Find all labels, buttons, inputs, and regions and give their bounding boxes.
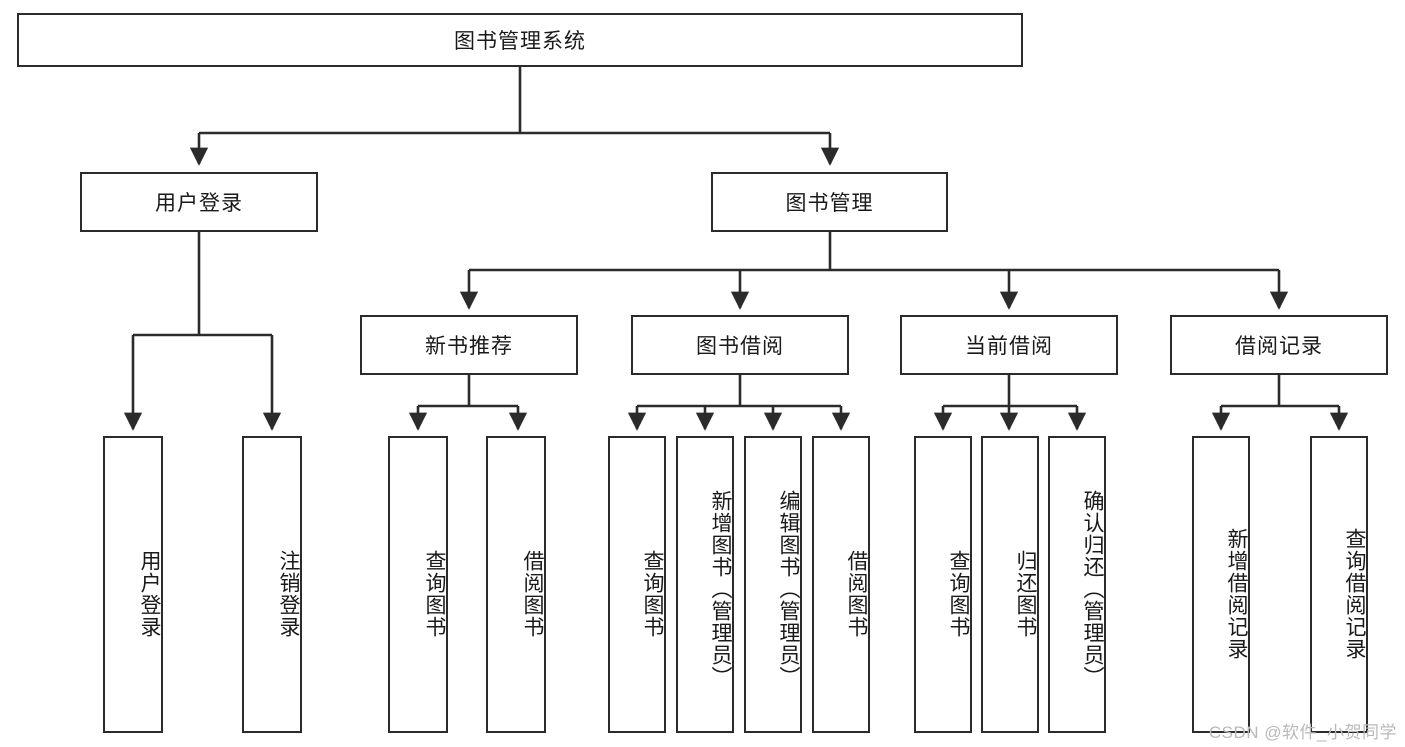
leaf-borrow-edit-book-admin[interactable]: 编辑图书（管理员）: [744, 436, 802, 733]
leaf-current-return-book[interactable]: 归还图书: [981, 436, 1039, 733]
node-book-borrow[interactable]: 图书借阅: [631, 315, 849, 375]
leaf-label: 借阅图书: [521, 549, 544, 638]
leaf-label: 用户登录: [138, 549, 161, 638]
leaf-label: 确认归还（管理员）: [1081, 489, 1104, 688]
node-user-login[interactable]: 用户登录: [80, 172, 318, 232]
leaf-label: 新增图书（管理员）: [709, 489, 732, 688]
node-current-borrow-label: 当前借阅: [965, 335, 1053, 358]
leaf-user-login-signout[interactable]: 注销登录: [242, 436, 302, 733]
leaf-record-query[interactable]: 查询借阅记录: [1310, 436, 1368, 733]
node-borrow-record[interactable]: 借阅记录: [1170, 315, 1388, 375]
node-book-management[interactable]: 图书管理: [711, 172, 948, 232]
node-root[interactable]: 图书管理系统: [17, 13, 1023, 67]
leaf-borrow-query-book[interactable]: 查询图书: [608, 436, 666, 733]
node-book-borrow-label: 图书借阅: [696, 335, 784, 358]
leaf-label: 编辑图书（管理员）: [777, 489, 800, 688]
leaf-user-login-signin[interactable]: 用户登录: [103, 436, 163, 733]
leaf-label: 借阅图书: [845, 549, 868, 638]
node-current-borrow[interactable]: 当前借阅: [900, 315, 1118, 375]
leaf-borrow-borrow-book[interactable]: 借阅图书: [812, 436, 870, 733]
node-new-book-recommend[interactable]: 新书推荐: [360, 315, 578, 375]
leaf-new-book-query[interactable]: 查询图书: [388, 436, 448, 733]
leaf-current-query-book[interactable]: 查询图书: [914, 436, 972, 733]
node-borrow-record-label: 借阅记录: [1235, 335, 1323, 358]
node-user-login-label: 用户登录: [155, 192, 243, 215]
leaf-label: 查询图书: [423, 549, 446, 638]
leaf-label: 新增借阅记录: [1225, 527, 1248, 660]
node-root-label: 图书管理系统: [454, 30, 586, 53]
leaf-record-add[interactable]: 新增借阅记录: [1192, 436, 1250, 733]
leaf-label: 查询借阅记录: [1343, 527, 1366, 660]
node-new-book-recommend-label: 新书推荐: [425, 335, 513, 358]
node-book-management-label: 图书管理: [785, 192, 874, 215]
leaf-new-book-borrow[interactable]: 借阅图书: [486, 436, 546, 733]
watermark: CSDN @软件_小贺同学: [1208, 723, 1397, 742]
leaf-label: 归还图书: [1014, 549, 1037, 638]
leaf-current-confirm-return-admin[interactable]: 确认归还（管理员）: [1048, 436, 1106, 733]
leaf-label: 查询图书: [947, 549, 970, 638]
leaf-label: 注销登录: [277, 549, 300, 638]
leaf-borrow-add-book-admin[interactable]: 新增图书（管理员）: [676, 436, 734, 733]
leaf-label: 查询图书: [641, 549, 664, 638]
